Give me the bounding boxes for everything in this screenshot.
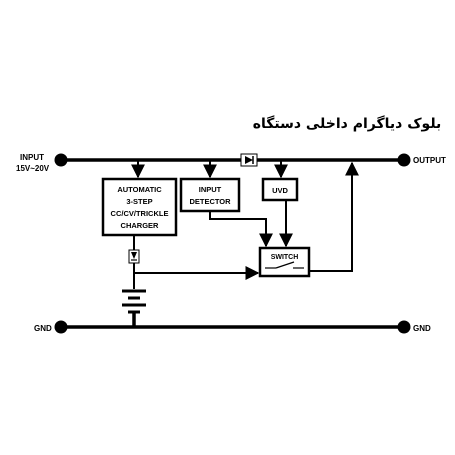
charger-line-1: AUTOMATIC bbox=[117, 185, 162, 194]
input-label: INPUT bbox=[20, 153, 44, 162]
input-range-label: 15V~20V bbox=[16, 164, 50, 173]
charger-block bbox=[101, 177, 178, 237]
uvd-block bbox=[261, 177, 299, 202]
detector-line-2: DETECTOR bbox=[189, 197, 231, 206]
diagram-title: بلوک دیاگرام داخلی دستگاه bbox=[253, 115, 442, 132]
input-terminal bbox=[54, 153, 68, 167]
switch-label: SWITCH bbox=[271, 254, 299, 261]
gnd-right-terminal bbox=[397, 320, 411, 334]
uvd-label: UVD bbox=[272, 186, 288, 195]
output-label: OUTPUT bbox=[413, 156, 446, 165]
charger-line-3: CC/CV/TRICKLE bbox=[111, 209, 169, 218]
switch-block bbox=[258, 246, 311, 278]
rail-diode-icon bbox=[240, 153, 258, 167]
battery-icon bbox=[122, 289, 146, 314]
gnd-left-terminal bbox=[54, 320, 68, 334]
detector-line-1: INPUT bbox=[199, 185, 222, 194]
input-detector-block bbox=[179, 177, 241, 213]
switch-contact-icon bbox=[265, 261, 304, 269]
switch-to-output-wire bbox=[309, 161, 359, 272]
output-terminal bbox=[397, 153, 411, 167]
gnd-right-label: GND bbox=[413, 324, 431, 333]
charger-diode-icon bbox=[128, 249, 140, 264]
gnd-left-label: GND bbox=[34, 324, 52, 333]
detector-to-switch-wire bbox=[209, 211, 273, 248]
charger-line-4: CHARGER bbox=[121, 221, 160, 230]
charger-line-2: 3-STEP bbox=[126, 197, 152, 206]
